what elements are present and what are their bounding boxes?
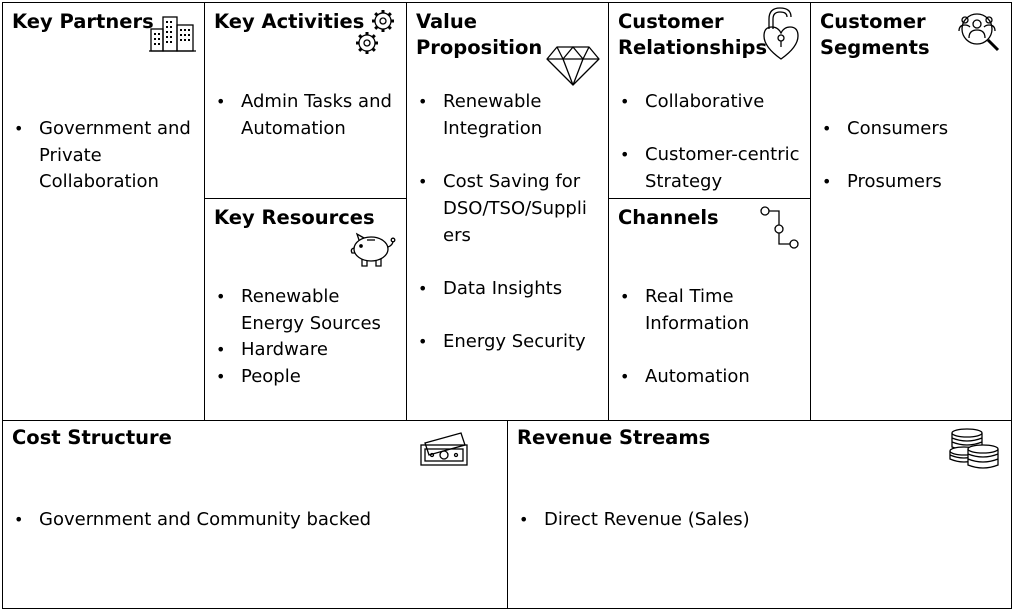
title-line: Revenue Streams [517,426,711,449]
list-item: Admin Tasks and Automation [205,89,392,142]
item-line: Prosumers [847,171,942,193]
item-line: Energy Security [443,331,586,353]
value-proposition-list: Renewable Integration Cost Saving for DS… [407,89,587,356]
channels-title: Channels [618,205,719,231]
customer-segments-list: Consumers Prosumers [811,116,948,196]
title-line: Channels [618,206,719,229]
list-item: Direct Revenue (Sales) [508,507,750,534]
item-line: DSO/TSO/Suppli [443,197,587,219]
gears-icon [356,10,394,54]
item-line: Hardware [241,339,328,361]
title-line: Value Proposition [416,10,543,59]
revenue-streams-section: Revenue Streams Direct R [507,420,1012,609]
key-activities-section: Key Activities [204,2,407,199]
list-item: Data Insights [407,276,587,303]
list-item: Energy Security [407,329,587,356]
cost-structure-section: Cost Structure Government and Community … [2,420,508,609]
list-item: Consumers [811,116,948,143]
key-resources-section: Key Resources Renewable Energy Sources H… [204,198,407,421]
list-item: Hardware [205,337,381,364]
cost-structure-list: Government and Community backed [3,507,371,534]
list-item: Renewable Integration [407,89,587,142]
item-line: ers [443,224,471,246]
list-item: Government and Community backed [3,507,371,534]
key-partners-title: Key Partners [12,9,154,35]
item-line: People [241,366,301,388]
title-line: Key Resources [214,206,375,229]
item-line: Admin Tasks and [241,91,392,112]
list-item: People [205,364,381,391]
path-nodes-icon [760,206,799,249]
heart-lock-icon [763,7,799,60]
list-item: Prosumers [811,169,948,196]
item-line: Direct Revenue (Sales) [544,509,750,530]
item-line: Government and [39,118,191,139]
item-line: Private [39,144,102,166]
item-line: Automation [645,366,750,388]
list-item: Collaborative [609,89,800,116]
item-line: Collaborative [645,91,765,112]
cost-structure-title: Cost Structure [12,425,172,451]
item-line: Customer-centric [645,144,800,166]
customer-relationships-title: Customer Relationships [618,9,767,61]
list-item: Renewable Energy Sources [205,284,381,337]
key-partners-list: Government and Private Collaboration [3,116,191,196]
customer-segments-title: Customer Segments [820,9,930,61]
channels-list: Real Time Information Automation [609,284,750,391]
title-line: Key Partners [12,10,154,33]
value-proposition-title: Value Proposition [416,9,608,61]
list-item: Government and Private Collaboration [3,116,191,196]
item-line: Strategy [645,171,723,193]
customer-relationships-section: Customer Relationships Collaborative Cus… [608,2,811,199]
title-line: Key Activities [214,10,365,33]
revenue-streams-title: Revenue Streams [517,425,710,451]
item-line: Renewable [443,91,542,112]
people-search-icon [958,13,1000,52]
value-proposition-section: Value Proposition Renewable Integration … [406,2,609,421]
item-line: Real Time [645,286,734,307]
channels-section: Channels Real Time Information Automatio… [608,198,811,421]
item-line: Renewable [241,286,340,307]
title-line: Cost Structure [12,426,172,449]
list-item: Automation [609,364,750,391]
item-line: Energy Sources [241,312,381,334]
key-activities-list: Admin Tasks and Automation [205,89,392,142]
item-line: Information [645,312,750,334]
key-partners-section: Key Partners Government [2,2,205,421]
item-line: Collaboration [39,171,159,193]
customer-segments-section: Customer Segments Consumers Prosumers [810,2,1012,421]
list-item: Cost Saving for DSO/TSO/Suppli ers [407,169,587,249]
item-line: Integration [443,117,543,139]
list-item: Real Time Information [609,284,750,337]
item-line: Data Insights [443,277,563,299]
item-line: Consumers [847,118,949,139]
title-line: Customer [820,10,926,33]
item-line: Automation [241,117,346,139]
money-bills-icon [420,432,468,466]
list-item: Customer-centric Strategy [609,142,800,195]
buildings-icon [149,16,196,52]
item-line: Cost Saving for [443,171,581,193]
item-line: Government and Community backed [39,509,372,530]
customer-relationships-list: Collaborative Customer-centric Strategy [609,89,800,196]
coin-stacks-icon [949,428,999,469]
diamond-icon [546,46,600,86]
title-line: Relationships [618,36,768,59]
key-resources-title: Key Resources [214,205,375,231]
piggy-bank-icon [350,232,396,267]
title-line: Customer [618,10,724,33]
title-line: Segments [820,36,930,59]
key-resources-list: Renewable Energy Sources Hardware People [205,284,381,391]
revenue-streams-list: Direct Revenue (Sales) [508,507,750,534]
key-activities-title: Key Activities [214,9,364,35]
